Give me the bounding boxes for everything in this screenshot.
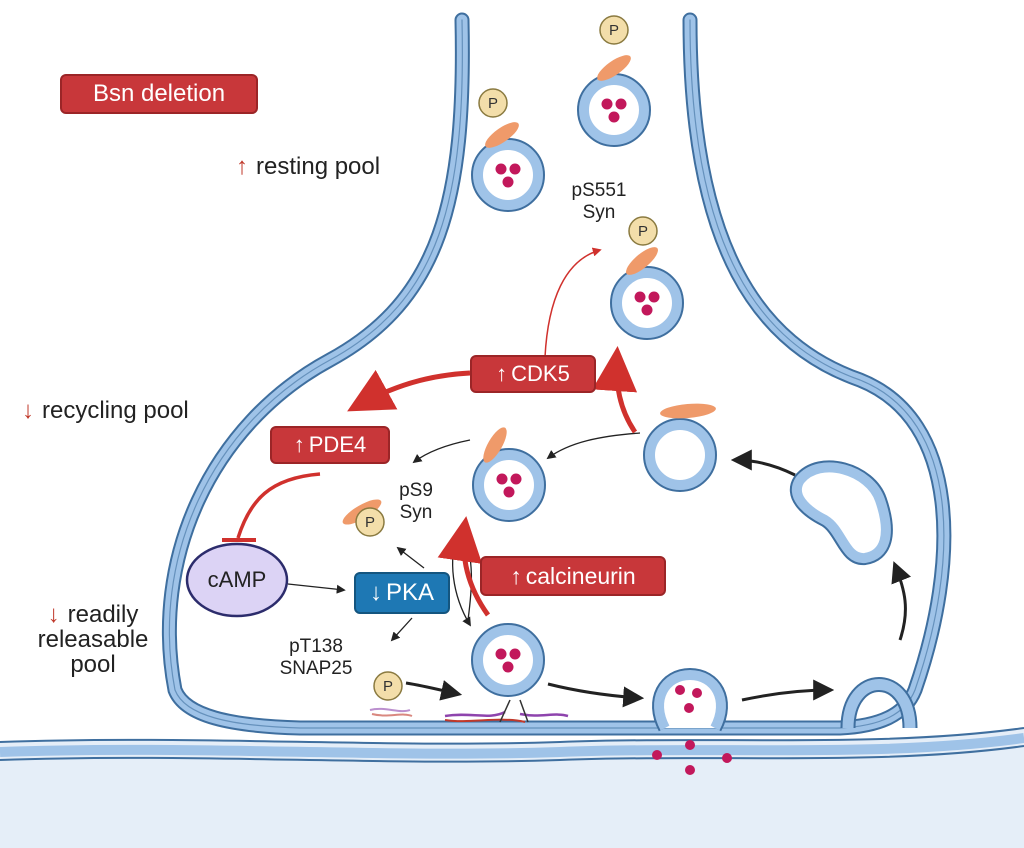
presynaptic-membrane xyxy=(161,12,952,736)
pka-box: ↓PKA xyxy=(354,572,450,614)
transmitter-dot xyxy=(509,163,521,175)
postsynaptic-membrane-outline xyxy=(0,727,1024,745)
arrow-dock-to-fuse xyxy=(547,682,645,708)
vesicle-cycle-arrows xyxy=(405,449,911,708)
endocytic-pit xyxy=(840,677,918,729)
transmitter-dot xyxy=(648,291,660,303)
arrow-pka-to-ps9 xyxy=(396,546,425,569)
resting-vesicle-2: P xyxy=(577,15,651,147)
synapsin-shape xyxy=(485,122,519,148)
transmitter-dot xyxy=(641,304,653,316)
pde4-box: ↑PDE4 xyxy=(270,426,390,464)
ps9-text: pS9 xyxy=(399,480,433,501)
svg-text:P: P xyxy=(365,514,375,531)
ps551-text: pS551 xyxy=(571,180,627,201)
phosphate-icon: P xyxy=(628,216,658,246)
transmitter-dot xyxy=(495,163,507,175)
up-arrow-icon: ↑ xyxy=(293,432,305,457)
arrow-pde4-to-synapsin xyxy=(412,439,471,464)
arrow-cdk5-to-pde4 xyxy=(347,369,471,412)
recycling-vesicle-syn xyxy=(472,427,546,522)
snare-complex xyxy=(369,699,569,723)
resting-pool-label: ↑ resting pool xyxy=(236,154,380,179)
red-arrows xyxy=(222,247,638,617)
arrow-camp-to-pka xyxy=(287,583,346,594)
transmitter-dot xyxy=(509,648,521,660)
rrp-line-2: releasable xyxy=(37,626,149,654)
ps551-syn-label: pS551 Syn xyxy=(564,180,634,224)
pde4-text: PDE4 xyxy=(308,432,367,457)
up-arrow-icon: ↑ xyxy=(236,153,248,180)
endosome xyxy=(789,460,893,565)
transmitter-dot xyxy=(502,176,514,188)
arrow-snap25-to-docked xyxy=(405,680,463,701)
camp-label: cAMP xyxy=(207,567,267,592)
ps9-synapsin: P xyxy=(342,499,385,537)
transmitter-dot xyxy=(495,648,507,660)
synapsin-shape xyxy=(626,247,658,275)
up-arrow-icon: ↑ xyxy=(510,562,522,589)
cdk5-box: ↑CDK5 xyxy=(470,355,596,393)
arrow-vesicle-up-to-cdk5 xyxy=(592,346,638,434)
pka-text: PKA xyxy=(385,579,435,606)
svg-text:P: P xyxy=(383,678,393,695)
ps551-vesicle: P xyxy=(610,216,684,340)
cdk5-text: CDK5 xyxy=(511,361,570,386)
svg-text:P: P xyxy=(638,223,648,240)
arrow-endosome-to-vesicle xyxy=(730,449,796,477)
released-transmitter xyxy=(652,740,732,775)
transmitter-dot xyxy=(502,661,514,673)
svg-text:P: P xyxy=(488,95,498,112)
transmitter-dot xyxy=(601,98,613,110)
readily-releasable-pool-label: ↓ readily releasable pool xyxy=(18,602,168,678)
calcineurin-box: ↑calcineurin xyxy=(480,556,666,596)
transmitter-dot xyxy=(510,473,522,485)
arrow-fuse-to-pit xyxy=(741,679,835,702)
snap25-text: SNAP25 xyxy=(279,657,353,679)
synapsin-shape xyxy=(483,427,507,463)
recycling-pool-label: ↓ recycling pool xyxy=(22,398,189,423)
transmitter-dot xyxy=(503,486,515,498)
snap25-phosphate-icon: P xyxy=(373,671,403,701)
transmitter-dot xyxy=(496,473,508,485)
docked-vesicle xyxy=(471,623,545,697)
svg-text:P: P xyxy=(609,22,619,39)
pt138-snap25-label: pT138 SNAP25 xyxy=(264,636,368,680)
syn-mid-text: Syn xyxy=(399,501,433,523)
arrow-pka-to-snap25 xyxy=(390,617,413,642)
phosphate-icon: P xyxy=(599,15,629,45)
recycling-vesicle-tethered xyxy=(643,403,717,492)
down-arrow-icon: ↓ xyxy=(369,579,382,606)
pt138-text: pT138 xyxy=(289,636,343,657)
camp-shape xyxy=(185,542,289,618)
rrp-line-1: readily xyxy=(67,601,139,628)
down-arrow-icon: ↓ xyxy=(22,397,34,424)
synapsin-shape xyxy=(597,55,631,81)
syn-top-text: Syn xyxy=(582,201,616,223)
synapsin-shape xyxy=(660,403,716,419)
transmitter-dot xyxy=(608,111,620,123)
fusing-vesicle xyxy=(652,667,728,732)
resting-pool-text: resting pool xyxy=(256,153,381,180)
bsn-deletion-badge: Bsn deletion xyxy=(60,74,258,114)
resting-vesicle-1: P xyxy=(471,88,545,212)
bsn-deletion-label: Bsn deletion xyxy=(92,80,226,107)
recycling-pool-text: recycling pool xyxy=(42,397,189,424)
arrow-cdk5-to-ps551 xyxy=(544,247,602,358)
arrow-vesicle-to-synapsin xyxy=(546,432,641,460)
ps9-syn-label: pS9 Syn xyxy=(388,480,444,524)
arrow-calcineurin-up xyxy=(437,516,491,617)
phosphate-icon: P xyxy=(478,88,508,118)
transmitter-dot xyxy=(634,291,646,303)
transmitter-dot xyxy=(615,98,627,110)
rrp-line-3: pool xyxy=(70,651,116,679)
arrow-pit-to-endosome xyxy=(891,561,911,641)
up-arrow-icon: ↑ xyxy=(496,361,508,386)
calcineurin-text: calcineurin xyxy=(525,562,636,589)
down-arrow-icon: ↓ xyxy=(47,601,60,628)
inhibition-pde4-to-camp xyxy=(236,472,321,539)
